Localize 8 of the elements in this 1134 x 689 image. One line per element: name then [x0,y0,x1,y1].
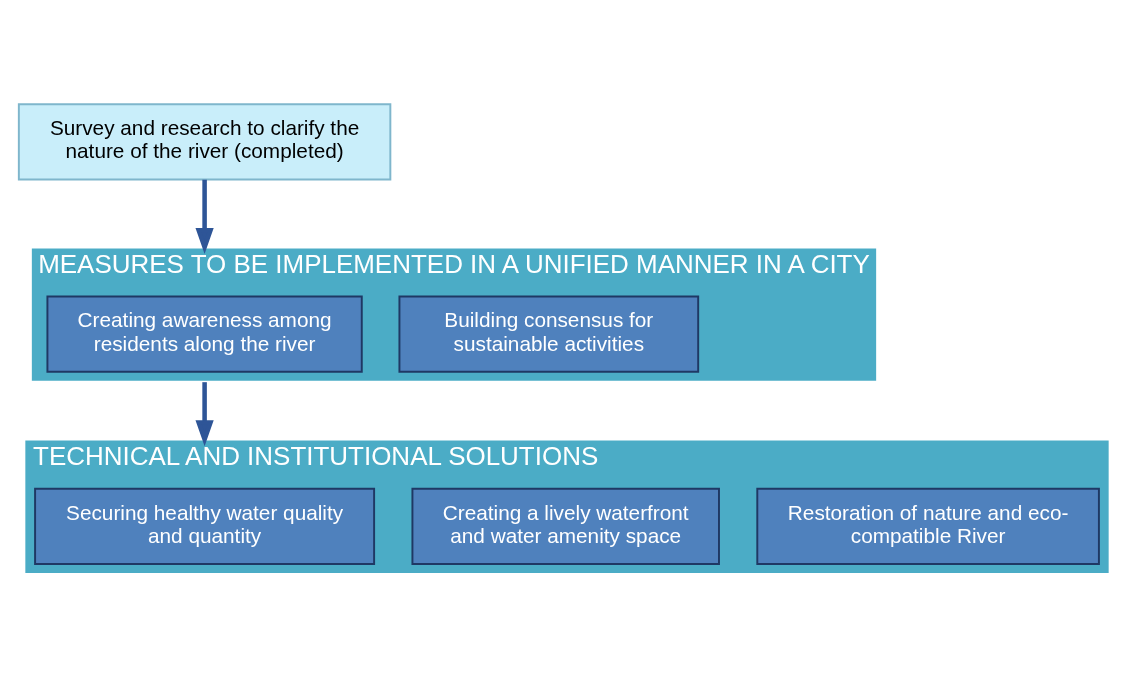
arrow [195,179,214,254]
node-box: Building consensus for sustainable activities [398,295,700,373]
node-box: Creating awareness among residents along the river [46,295,363,373]
node-box: Restoration of nature and eco-compatible River [756,487,1100,565]
node-box: Survey and research to clarify the nature of the river (completed) [17,103,392,181]
arrow [195,382,214,447]
node-box: Securing healthy water quality and quantity [34,487,376,565]
node-box: Creating a lively waterfront and water amenity space [411,487,720,565]
